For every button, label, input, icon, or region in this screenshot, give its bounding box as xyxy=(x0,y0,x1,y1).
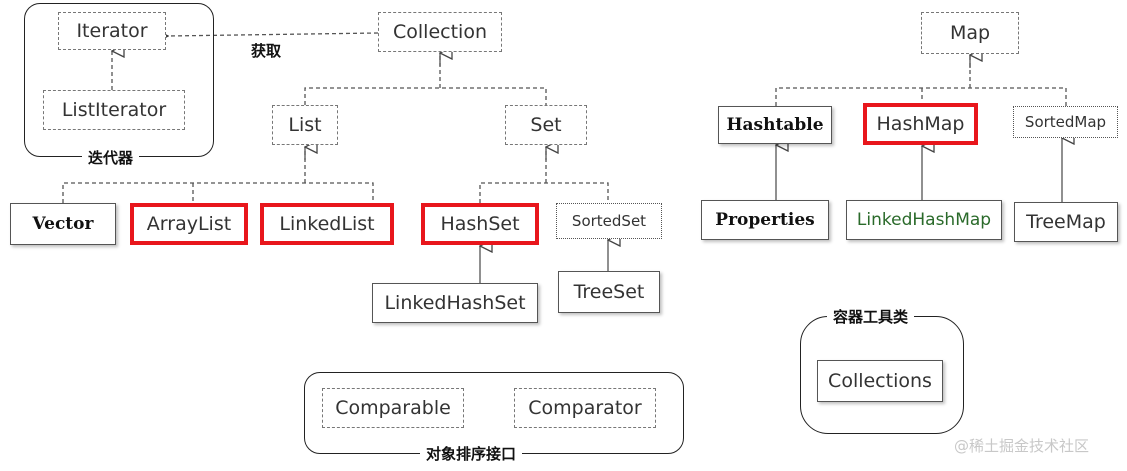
node-sorted-map: SortedMap xyxy=(1013,106,1118,138)
edge-set-children xyxy=(479,148,609,203)
node-map: Map xyxy=(921,12,1019,54)
tools-group-label: 容器工具类 xyxy=(827,306,915,327)
iterator-group-label: 迭代器 xyxy=(82,147,140,168)
watermark-text: @稀土掘金技术社区 xyxy=(954,437,1090,455)
edge-map-children xyxy=(775,55,1067,106)
node-collections: Collections xyxy=(817,360,943,402)
node-tree-set: TreeSet xyxy=(558,271,660,313)
compare-group-label: 对象排序接口 xyxy=(420,443,523,464)
node-iterator: Iterator xyxy=(58,12,166,50)
node-tree-map: TreeMap xyxy=(1014,202,1118,242)
node-linked-hash-map: LinkedHashMap xyxy=(846,200,1002,240)
node-list: List xyxy=(272,105,338,145)
node-comparable: Comparable xyxy=(322,388,464,428)
node-properties: Properties xyxy=(701,200,829,240)
node-linked-hash-set: LinkedHashSet xyxy=(372,283,538,323)
edge-list-set-collection xyxy=(304,53,547,105)
node-linked-list: LinkedList xyxy=(260,203,394,245)
node-sorted-set: SortedSet xyxy=(556,203,662,239)
node-vector: Vector xyxy=(10,203,116,245)
node-hash-map: HashMap xyxy=(863,103,978,145)
node-comparator: Comparator xyxy=(514,388,656,428)
node-collection: Collection xyxy=(378,12,502,52)
node-hash-set: HashSet xyxy=(421,203,539,245)
node-array-list: ArrayList xyxy=(130,203,248,245)
node-set: Set xyxy=(505,105,587,145)
node-hashtable: Hashtable xyxy=(718,106,832,144)
edge-collection-iterator xyxy=(168,33,379,36)
obtain-label: 获取 xyxy=(251,42,282,60)
node-list-iterator: ListIterator xyxy=(43,90,185,130)
